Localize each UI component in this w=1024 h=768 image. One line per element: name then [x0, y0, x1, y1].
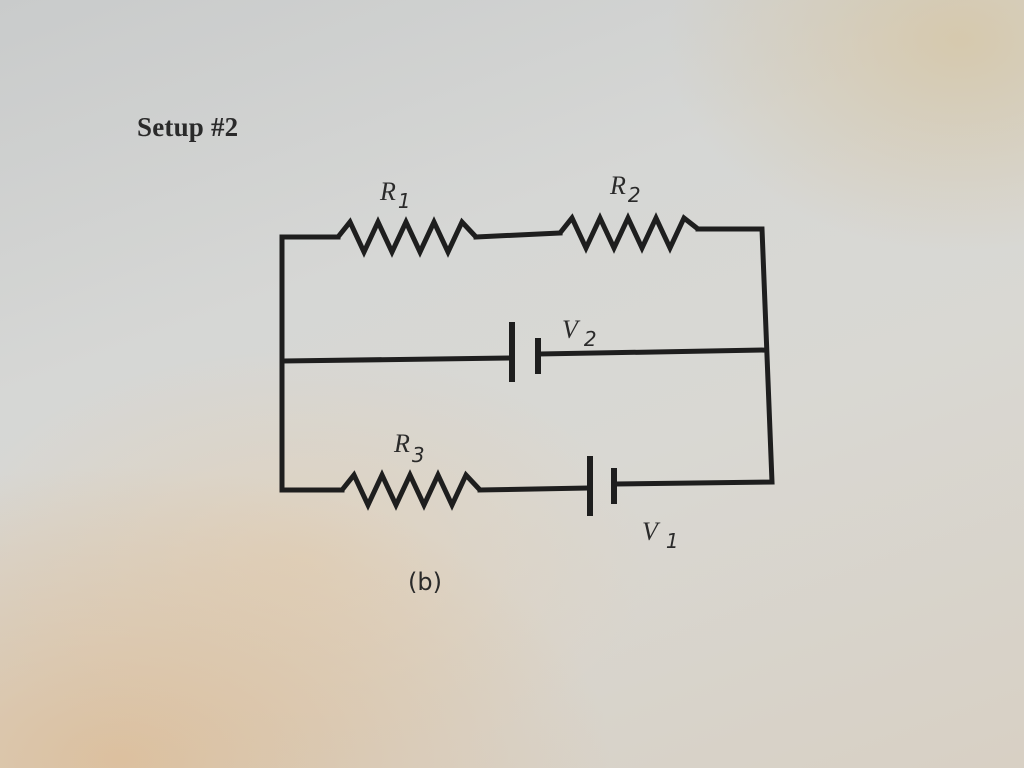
right-wire: [615, 226, 775, 487]
setup-title: Setup #2: [137, 112, 239, 142]
top-middle-wire: [473, 230, 563, 240]
bottom-middle-wire: [477, 485, 589, 493]
resistor-r1: [336, 216, 478, 258]
resistor-r3: [340, 469, 482, 511]
middle-left-wire: [281, 355, 511, 364]
middle-right-wire: [537, 347, 769, 357]
resistor-r2: [558, 212, 700, 254]
top-left-wire: [279, 234, 341, 493]
figure-caption: (b): [408, 568, 442, 596]
